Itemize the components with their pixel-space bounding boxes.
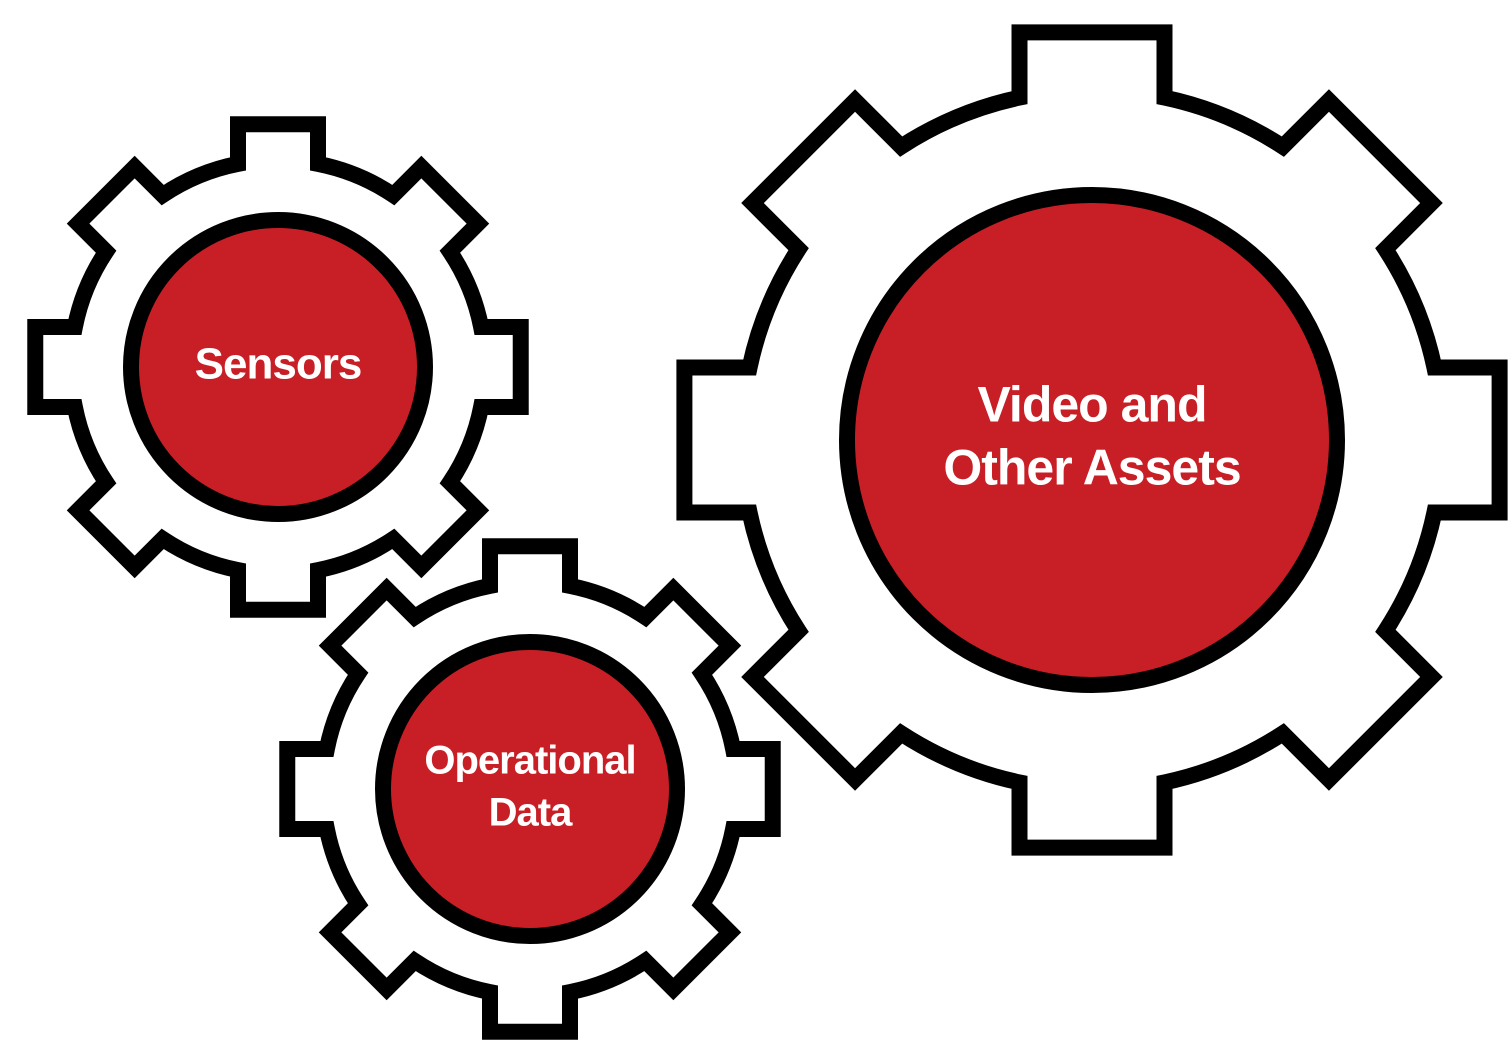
gear-label-operational-data-line-2: Data [489, 791, 573, 835]
gear-label-video-assets-line-2: Other Assets [943, 440, 1240, 496]
gear-label-sensors-line-1: Sensors [195, 340, 362, 389]
gear-label-video-assets-line-1: Video and [977, 377, 1206, 433]
gear-hub-operational-data [375, 634, 685, 944]
gear-hub-sensors [123, 212, 433, 522]
gear-sensors: Sensors [27, 116, 529, 618]
gear-hub-video-assets [839, 187, 1345, 693]
gear-label-operational-data-line-1: Operational [424, 739, 635, 783]
